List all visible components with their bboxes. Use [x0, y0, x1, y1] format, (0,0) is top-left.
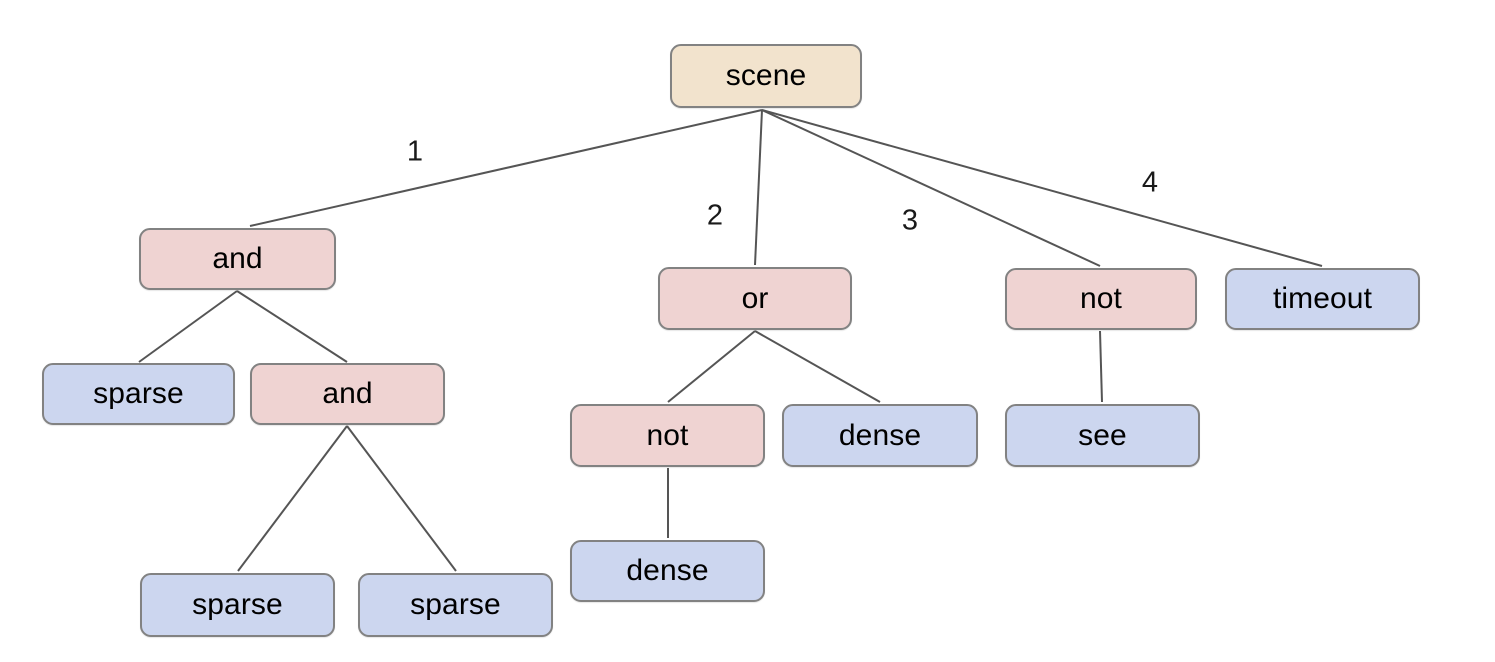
tree-edge: [667, 330, 756, 403]
edge-label-1: 1: [406, 135, 424, 168]
tree-node-label: and: [322, 377, 373, 410]
tree-node-label: sparse: [192, 588, 283, 621]
tree-node-sparse3[interactable]: sparse: [358, 573, 553, 637]
tree-edge: [237, 425, 348, 572]
tree-node-label: not: [1079, 282, 1122, 315]
tree-node-timeout1[interactable]: timeout: [1225, 268, 1420, 330]
tree-node-or1[interactable]: or: [658, 267, 852, 330]
tree-node-sparse1[interactable]: sparse: [42, 363, 235, 425]
tree-node-see1[interactable]: see: [1005, 404, 1200, 467]
tree-node-label: see: [1078, 418, 1127, 452]
tree-edge: [754, 330, 881, 403]
tree-node-sparse2[interactable]: sparse: [140, 573, 335, 637]
tree-node-not2[interactable]: not: [570, 404, 765, 467]
tree-node-label: sparse: [410, 588, 501, 621]
tree-node-dense2[interactable]: dense: [570, 540, 765, 602]
tree-node-label: dense: [626, 554, 709, 587]
tree-node-dense1[interactable]: dense: [782, 404, 978, 467]
tree-node-label: sparse: [93, 377, 184, 410]
tree-node-scene[interactable]: scene: [670, 44, 862, 108]
tree-node-label: and: [212, 242, 263, 275]
tree-edge: [138, 290, 238, 363]
tree-edge: [249, 109, 763, 227]
edge-label-2: 2: [706, 199, 724, 232]
tree-node-and2[interactable]: and: [250, 363, 445, 425]
tree-node-and1[interactable]: and: [139, 228, 336, 290]
tree-node-not3[interactable]: not: [1005, 268, 1197, 330]
tree-edge: [236, 290, 348, 363]
tree-node-label: or: [741, 281, 769, 315]
edge-label-3: 3: [901, 204, 919, 237]
tree-edge: [346, 425, 457, 572]
tree-edge: [761, 109, 1323, 267]
tree-node-label: timeout: [1272, 282, 1373, 315]
tree-node-label: dense: [838, 418, 922, 452]
tree-node-label: scene: [725, 59, 807, 92]
tree-node-label: not: [646, 418, 689, 452]
tree-edge: [754, 109, 763, 266]
tree-edge: [1099, 330, 1103, 403]
tree-edge: [761, 109, 1101, 267]
edge-label-4: 4: [1141, 166, 1159, 199]
